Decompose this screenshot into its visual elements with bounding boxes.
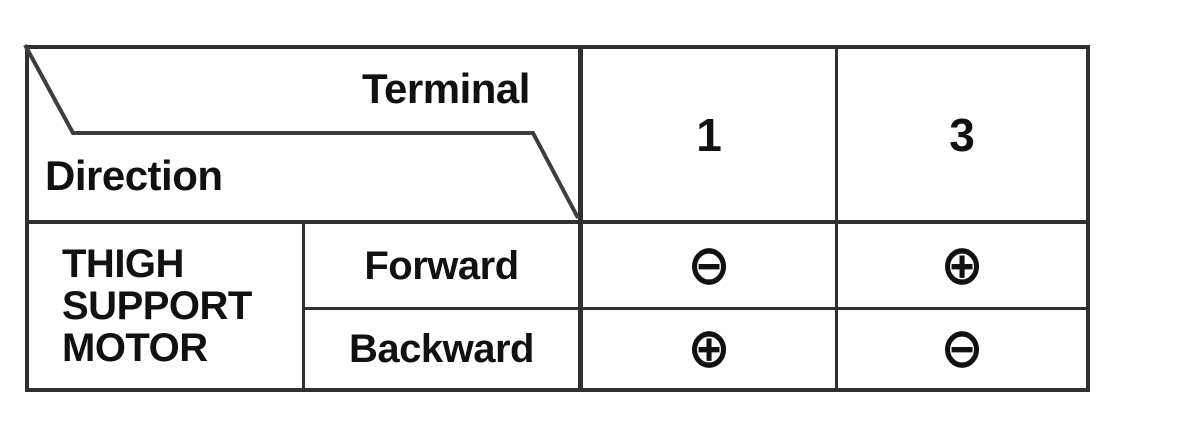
polarity-cell-forward-terminal-3: ⊕	[835, 220, 1086, 307]
direction-cell-backward: Backward	[302, 307, 578, 388]
circled-plus-icon: ⊕	[687, 316, 731, 382]
circled-minus-icon: ⊖	[687, 233, 731, 298]
column-header-terminal-1: 1	[578, 49, 835, 220]
polarity-cell-forward-terminal-1: ⊖	[578, 220, 835, 307]
diagonal-divider	[23, 44, 580, 219]
direction-axis-label: Direction	[45, 152, 223, 199]
circled-plus-icon: ⊕	[940, 233, 984, 298]
terminal-axis-label: Terminal	[362, 65, 530, 112]
column-header-terminal-3: 3	[835, 49, 1086, 220]
corner-header-cell: Terminal Direction	[23, 44, 580, 220]
direction-cell-forward: Forward	[302, 220, 578, 307]
polarity-cell-backward-terminal-3: ⊖	[835, 307, 1086, 388]
terminal-direction-table: Terminal Direction 1 3 THIGH SUPPORT MOT…	[23, 44, 1090, 392]
polarity-cell-backward-terminal-1: ⊕	[578, 307, 835, 388]
circled-minus-icon: ⊖	[940, 316, 984, 382]
row-group-label-thigh-support-motor: THIGH SUPPORT MOTOR	[29, 220, 302, 388]
